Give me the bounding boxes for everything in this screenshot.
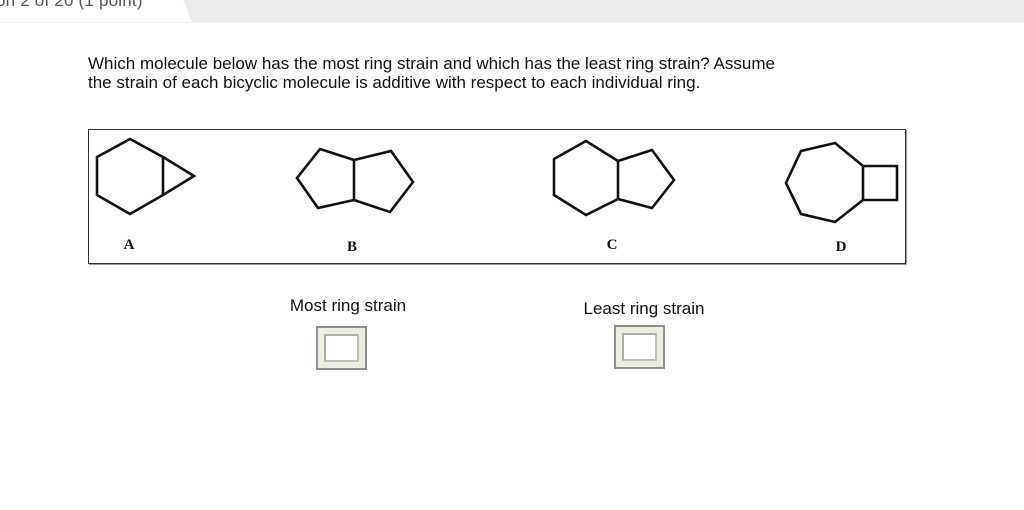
molecule-b-structure[interactable] bbox=[295, 147, 415, 214]
molecule-label-b: B bbox=[346, 239, 358, 255]
molecule-figure bbox=[88, 129, 906, 264]
question-line-2: the strain of each bicyclic molecule is … bbox=[88, 73, 701, 92]
molecule-label-a: A bbox=[123, 237, 135, 253]
least-strain-drop-target[interactable] bbox=[614, 325, 665, 369]
molecule-c-structure[interactable] bbox=[552, 139, 676, 217]
molecule-label-d: D bbox=[835, 239, 847, 255]
question-prompt: Which molecule below has the most ring s… bbox=[88, 54, 948, 92]
question-counter: ion 2 of 20 (1 point) bbox=[0, 0, 143, 10]
most-strain-drop-target[interactable] bbox=[316, 326, 367, 370]
most-strain-label: Most ring strain bbox=[289, 296, 407, 315]
molecule-a-structure[interactable] bbox=[95, 137, 197, 216]
top-tab-bar: ion 2 of 20 (1 point) bbox=[0, 0, 1024, 23]
question-line-1: Which molecule below has the most ring s… bbox=[88, 54, 775, 73]
least-strain-drop-slot[interactable] bbox=[622, 333, 657, 361]
least-strain-label: Least ring strain bbox=[583, 299, 705, 318]
question-tab[interactable]: ion 2 of 20 (1 point) bbox=[0, 0, 192, 22]
most-strain-drop-slot[interactable] bbox=[324, 334, 359, 362]
molecule-d-structure[interactable] bbox=[784, 141, 899, 224]
molecule-label-c: C bbox=[606, 237, 618, 253]
